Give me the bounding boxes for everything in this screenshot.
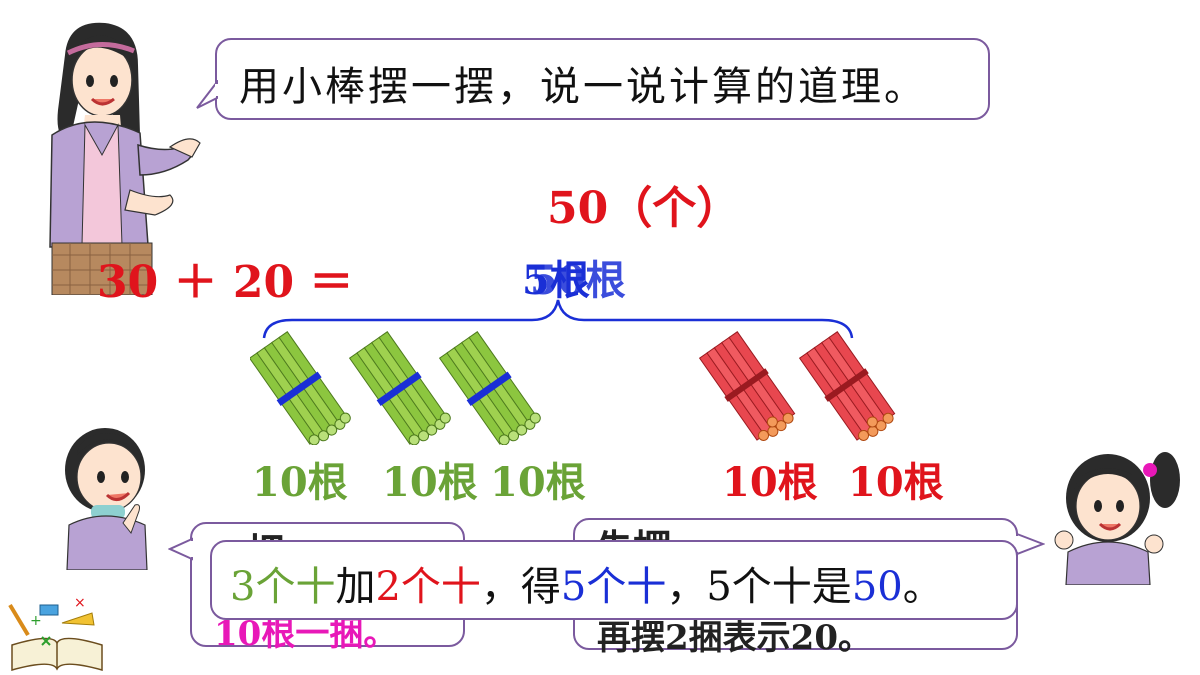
- red-bundle-label-1: 10根: [722, 459, 818, 506]
- hidden-left-line2: 10根一捆。: [214, 614, 398, 654]
- explain-part-7: 50: [851, 564, 903, 610]
- girl-illustration: [1054, 452, 1180, 585]
- explanation-bubble: 3个十加2个十，得5个十，5个十是50。: [210, 540, 1018, 620]
- green-bundle-label-3: 10根: [490, 459, 586, 506]
- bubble-tail-left: [168, 537, 194, 561]
- bubble-tail-right: [1015, 532, 1045, 556]
- hidden-right-line2: 再摆2捆表示20。: [597, 618, 872, 658]
- bubble-tail-top: [196, 80, 219, 109]
- svg-text:+: +: [30, 613, 42, 629]
- stick-bundles: [250, 330, 901, 445]
- boy-illustration: [65, 428, 148, 570]
- equation: 30 ＋ 20 ＝: [97, 257, 354, 308]
- explain-part-4: ，得: [480, 564, 561, 610]
- curly-brace: [262, 299, 854, 339]
- red-bundle-label-2: 10根: [848, 459, 944, 506]
- explain-part-8: 。: [902, 564, 943, 610]
- explain-part-2: 加: [335, 564, 376, 610]
- teacher-illustration: [49, 22, 201, 295]
- total-count: 50（个）: [547, 183, 741, 234]
- explain-part-3: 2个十: [375, 564, 481, 610]
- prompt-text: 用小棒摆一摆，说一说计算的道理。: [239, 64, 927, 110]
- explanation-text: 3个十加2个十，得5个十，5个十是50。: [230, 554, 943, 612]
- book-tools-icon: + ×: [8, 595, 103, 671]
- explain-part-5: 5个十: [560, 564, 667, 610]
- prompt-bubble: 用小棒摆一摆，说一说计算的道理。: [215, 38, 990, 120]
- overlap-label-b: 50根: [530, 257, 626, 304]
- explain-part-6: ，5个十是: [666, 564, 852, 610]
- explain-part-1: 3个十: [230, 564, 336, 610]
- svg-text:×: ×: [74, 595, 86, 611]
- overlap-label-a: 5根: [522, 257, 590, 304]
- green-bundle-label-1: 10根: [252, 459, 348, 506]
- green-bundle-label-2: 10根: [382, 459, 478, 506]
